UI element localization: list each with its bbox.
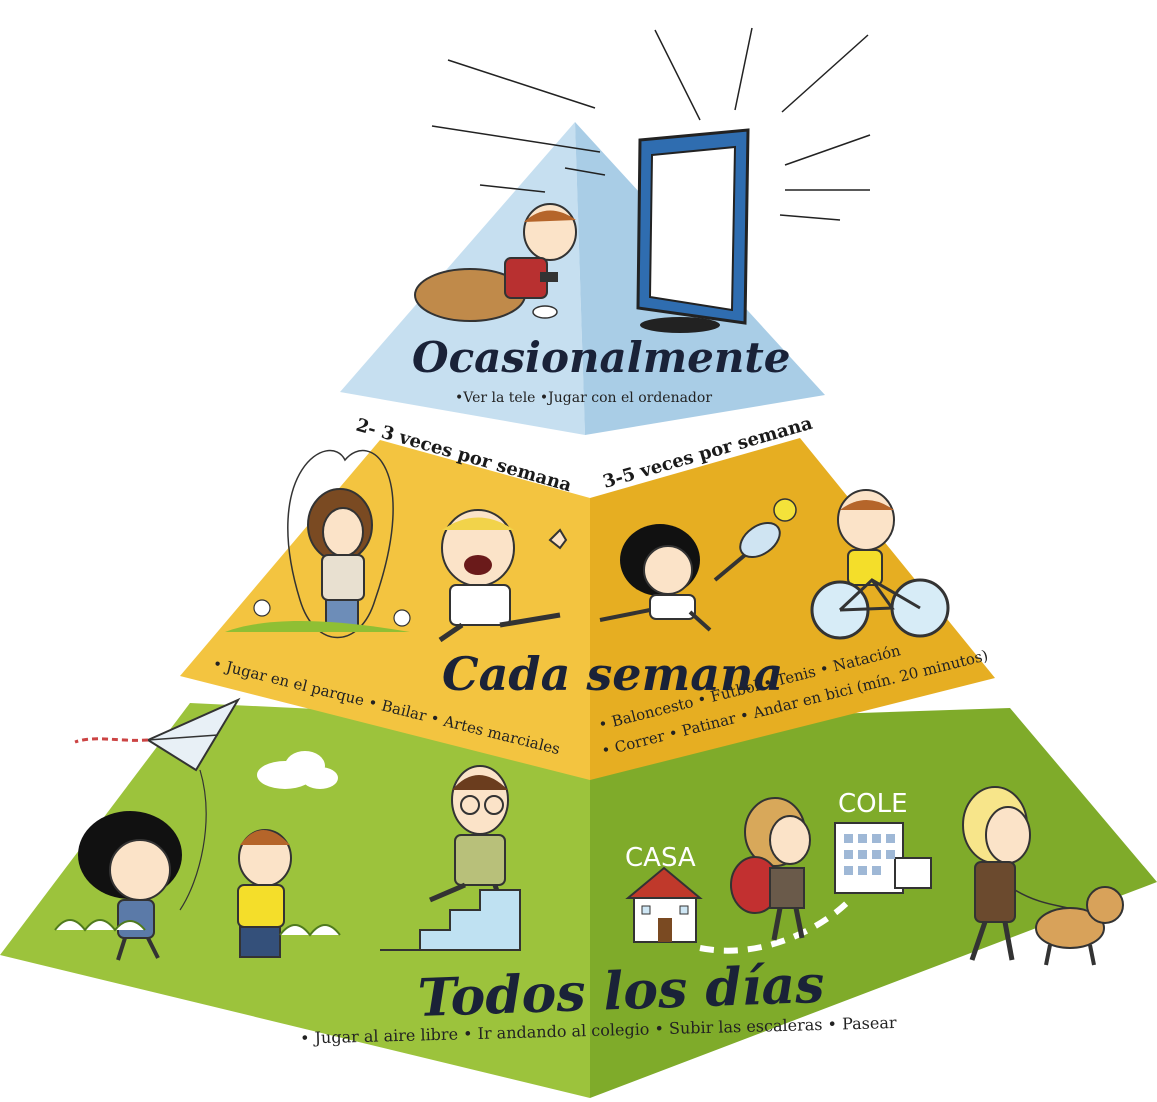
boy-watching-tv-figure: [414, 203, 577, 322]
tier-weekly-title: Cada semana: [442, 647, 783, 701]
girl-tennis-figure: [599, 524, 712, 632]
bushes-icon: [54, 919, 341, 937]
sign-school: COLE: [838, 789, 908, 819]
bicycle-icon: [810, 578, 950, 640]
boy-bike-figure: [837, 489, 895, 586]
dog-icon: [1035, 886, 1124, 966]
screen-glow-rays: [431, 27, 871, 221]
woman-walking-dog-figure: [962, 786, 1076, 961]
stairs-icon: [380, 889, 521, 951]
tier-weekly: 2- 3 veces por semana 3-5 veces por sema…: [180, 413, 995, 780]
kite-icon: [74, 697, 241, 911]
tennis-ball-icon: [773, 498, 797, 522]
tennis-racket-icon: [713, 521, 781, 582]
girl-backpack-figure: [730, 797, 811, 941]
flower-icon: [253, 599, 411, 627]
school-icon: [834, 822, 932, 894]
man-on-stairs-figure: [429, 765, 509, 916]
tier-weekly-right-face: [590, 438, 995, 780]
house-icon: [625, 866, 703, 943]
grass-patch: [225, 621, 410, 632]
tier-daily-left-face: [0, 703, 590, 1098]
cloud-icon: [257, 751, 338, 789]
sign-home: CASA: [625, 843, 696, 873]
boy-martial-arts-figure: [438, 509, 568, 643]
tier-occasional-activities: •Ver la tele •Jugar con el ordenador: [455, 390, 712, 406]
home-to-school-path: [699, 897, 853, 954]
tier-daily-title: Todos los días: [417, 954, 826, 1029]
tv-screen-icon: [636, 128, 750, 333]
boy-yellow-shirt-figure: [237, 829, 292, 958]
tier-daily: CASA COLE: [0, 697, 1157, 1098]
tier-occasional: Ocasionalmente •Ver la tele •Jugar con e…: [340, 27, 871, 435]
tier-occasional-title: Ocasionalmente: [412, 333, 791, 382]
